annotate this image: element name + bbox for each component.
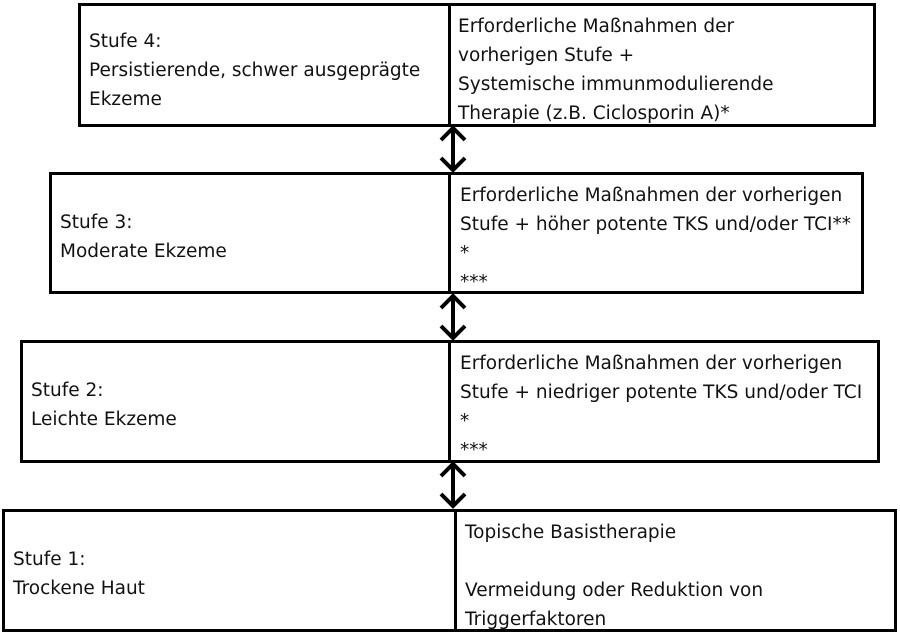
stage-3-measure-line-4: *** — [460, 272, 488, 293]
stage-3-measure-line-1: Erforderliche Maßnahmen der vorherigen — [460, 185, 843, 206]
stage-1-measure-line-3: Triggerfaktoren — [465, 609, 607, 630]
stage-2-measures-cell: Erforderliche Maßnahmen der vorherigen S… — [460, 343, 880, 461]
stage-2-divider — [448, 343, 451, 460]
stage-4-level: Stufe 4: — [89, 31, 162, 52]
stage-1-divider — [454, 512, 457, 629]
stage-3-measure-line-2: Stufe + höher potente TKS und/oder TCI** — [460, 214, 851, 235]
stage-4-measure-line-4: Therapie (z.B. Ciclosporin A)* — [458, 103, 730, 124]
stage-2-measure-line-2: Stufe + niedriger potente TKS und/oder T… — [460, 382, 863, 403]
double-arrow-3-2 — [439, 293, 467, 341]
stage-2-box: Stufe 2: Leichte Ekzeme Erforderliche Ma… — [20, 340, 880, 463]
stage-3-condition-line-1: Moderate Ekzeme — [60, 241, 227, 262]
stage-4-condition-line-2: Ekzeme — [89, 89, 162, 110]
stage-2-measure-line-1: Erforderliche Maßnahmen der vorherigen — [460, 353, 843, 374]
stage-4-measures-cell: Erforderliche Maßnahmen der vorherigen S… — [458, 6, 868, 124]
stage-4-condition-line-1: Persistierende, schwer ausgeprägte — [89, 60, 421, 81]
stage-4-measure-line-2: vorherigen Stufe + — [458, 45, 635, 66]
stage-1-measure-spacer — [465, 547, 885, 576]
stage-4-box: Stufe 4: Persistierende, schwer ausgeprä… — [78, 3, 876, 127]
stage-1-level: Stufe 1: — [13, 549, 86, 570]
stage-3-box: Stufe 3: Moderate Ekzeme Erforderliche M… — [49, 172, 864, 294]
stage-1-condition-line-1: Trockene Haut — [13, 578, 145, 599]
stage-3-measures-cell: Erforderliche Maßnahmen der vorherigen S… — [460, 175, 860, 293]
stage-3-level: Stufe 3: — [60, 212, 133, 233]
stage-1-measure-line-2: Vermeidung oder Reduktion von — [465, 580, 764, 601]
stage-3-divider — [448, 175, 451, 291]
stage-1-condition-cell: Stufe 1: Trockene Haut — [13, 512, 453, 629]
stage-3-condition-cell: Stufe 3: Moderate Ekzeme — [60, 175, 450, 291]
double-arrow-2-1 — [439, 461, 467, 509]
stage-1-box: Stufe 1: Trockene Haut Topische Basisthe… — [2, 509, 897, 632]
stage-1-measures-cell: Topische Basistherapie Vermeidung oder R… — [465, 512, 885, 630]
stage-2-condition-cell: Stufe 2: Leichte Ekzeme — [31, 343, 451, 460]
stage-2-measure-line-3: * — [460, 411, 470, 432]
stage-4-divider — [448, 6, 451, 124]
stage-3-measure-line-3: * — [460, 243, 470, 264]
stage-4-condition-cell: Stufe 4: Persistierende, schwer ausgeprä… — [89, 6, 449, 124]
stage-2-level: Stufe 2: — [31, 380, 104, 401]
double-arrow-4-3 — [439, 125, 467, 173]
stage-4-measure-line-3: Systemische immunmodulierende — [458, 74, 774, 95]
stage-4-measure-line-1: Erforderliche Maßnahmen der — [458, 16, 735, 37]
stage-2-condition-line-1: Leichte Ekzeme — [31, 409, 177, 430]
stage-2-measure-line-4: *** — [460, 440, 488, 461]
stage-1-measure-line-1: Topische Basistherapie — [465, 522, 677, 543]
